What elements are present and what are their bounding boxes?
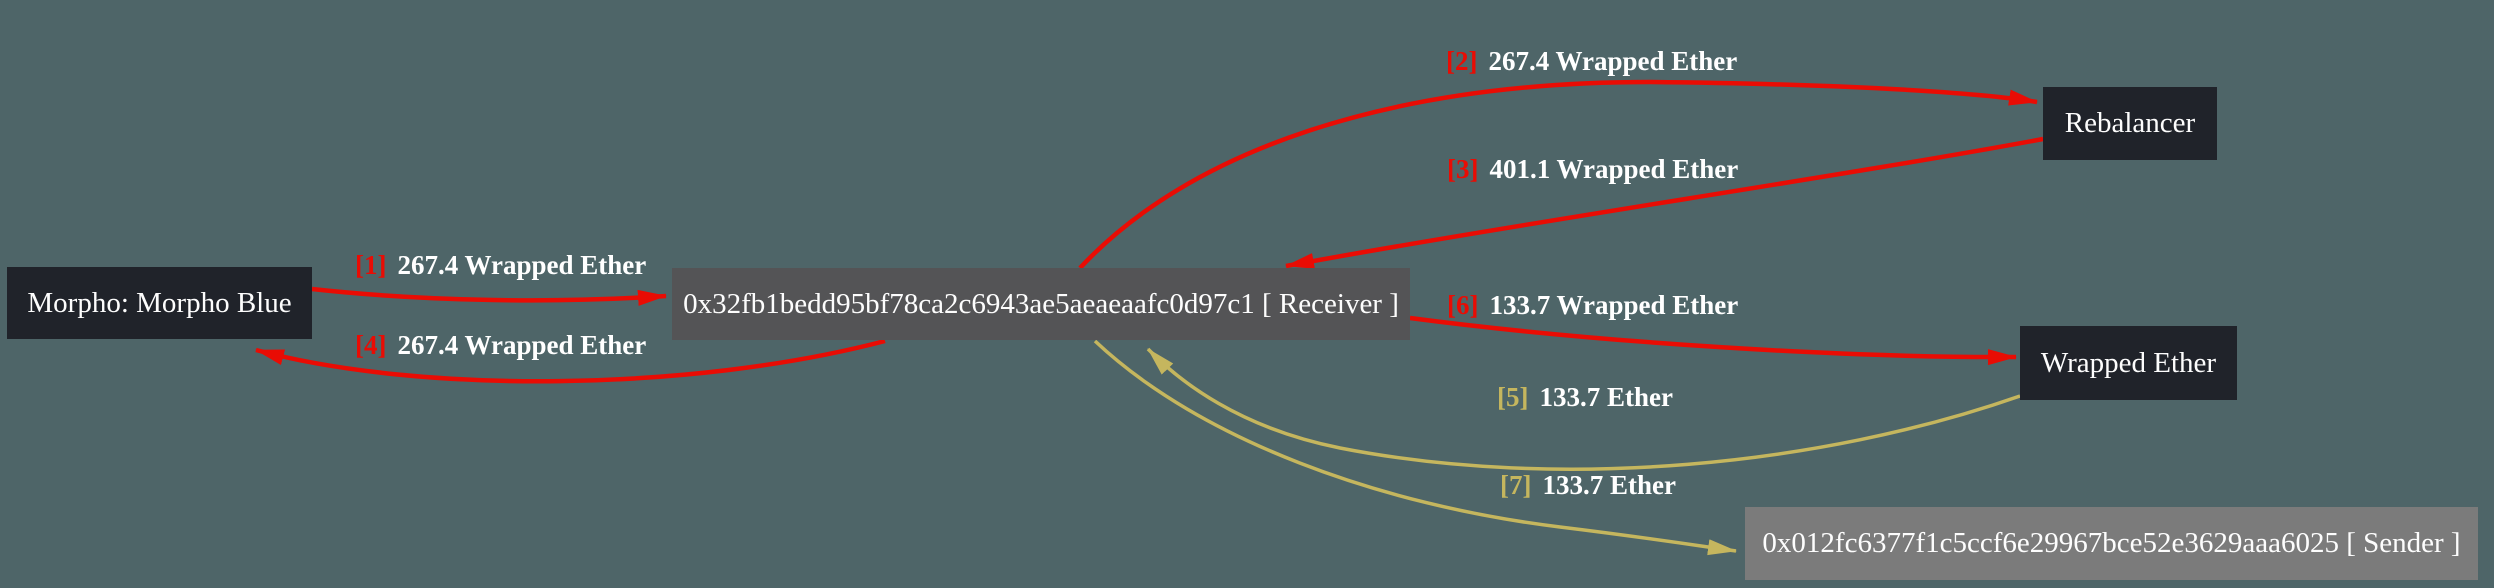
- node-morpho-blue-label: Morpho: Morpho Blue: [27, 286, 292, 319]
- node-sender-label: 0x012fc6377f1c5ccf6e29967bce52e3629aaa60…: [1762, 527, 2461, 559]
- edge-4-tag: [4]: [355, 330, 387, 360]
- edge-1-tag: [1]: [355, 250, 387, 280]
- node-rebalancer[interactable]: Rebalancer: [2043, 87, 2217, 160]
- node-wrapped-ether[interactable]: Wrapped Ether: [2020, 326, 2237, 400]
- edge-2: [1078, 79, 2038, 270]
- edge-label-6: [6] 133.7 Wrapped Ether: [1447, 288, 1738, 322]
- edge-5-tag: [5]: [1497, 382, 1529, 412]
- edge-5-amount: 133.7 Ether: [1539, 382, 1673, 412]
- edge-3-tag: [3]: [1447, 154, 1479, 184]
- node-sender[interactable]: 0x012fc6377f1c5ccf6e29967bce52e3629aaa60…: [1745, 507, 2478, 580]
- edge-3: [1285, 136, 2044, 269]
- edge-label-1: [1] 267.4 Wrapped Ether: [355, 248, 646, 282]
- edge-4: [255, 338, 886, 384]
- node-morpho-blue[interactable]: Morpho: Morpho Blue: [7, 267, 312, 339]
- edge-7-amount: 133.7 Ether: [1542, 470, 1676, 500]
- edge-label-3: [3] 401.1 Wrapped Ether: [1447, 152, 1738, 186]
- node-rebalancer-label: Rebalancer: [2064, 107, 2196, 139]
- edge-label-5: [5] 133.7 Ether: [1497, 380, 1673, 414]
- node-receiver[interactable]: 0x32fb1bedd95bf78ca2c6943ae5aeaeaafc0d97…: [672, 268, 1410, 340]
- edge-7-tag: [7]: [1500, 470, 1532, 500]
- edge-6-amount: 133.7 Wrapped Ether: [1489, 290, 1739, 320]
- edge-6-tag: [6]: [1447, 290, 1479, 320]
- edge-label-2: [2] 267.4 Wrapped Ether: [1446, 44, 1737, 78]
- edge-label-4: [4] 267.4 Wrapped Ether: [355, 328, 646, 362]
- node-wrapped-ether-label: Wrapped Ether: [2040, 346, 2217, 379]
- edge-label-7: [7] 133.7 Ether: [1500, 468, 1676, 502]
- edge-1-amount: 267.4 Wrapped Ether: [397, 250, 647, 280]
- edge-7: [1093, 339, 1737, 556]
- edge-3-amount: 401.1 Wrapped Ether: [1489, 154, 1739, 184]
- edge-2-amount: 267.4 Wrapped Ether: [1488, 46, 1738, 76]
- node-receiver-label: 0x32fb1bedd95bf78ca2c6943ae5aeaeaafc0d97…: [683, 287, 1399, 320]
- edge-5: [1146, 347, 2021, 471]
- edge-2-tag: [2]: [1446, 46, 1478, 76]
- edge-1: [311, 286, 667, 306]
- edge-4-amount: 267.4 Wrapped Ether: [397, 330, 647, 360]
- edge-6: [1409, 315, 2017, 366]
